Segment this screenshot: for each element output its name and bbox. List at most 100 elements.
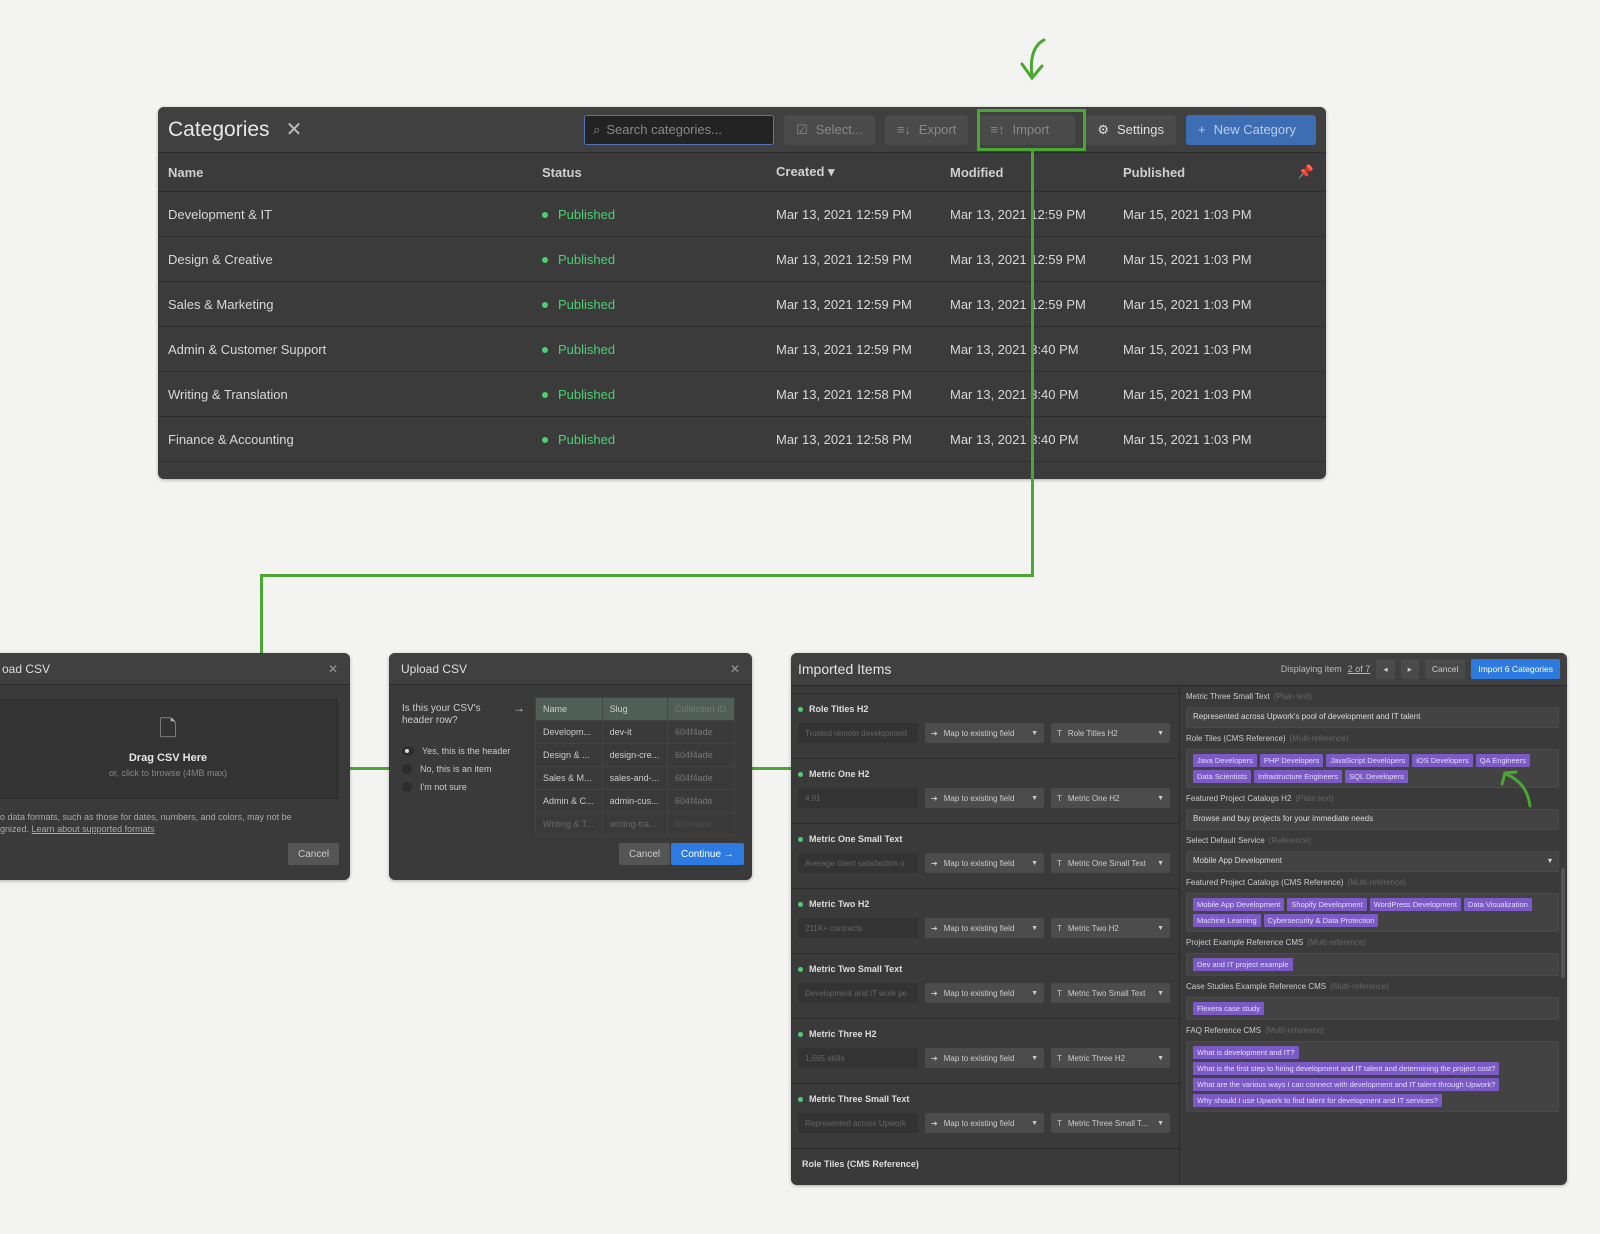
map-label: Map to existing field xyxy=(943,988,1015,998)
reference-tag[interactable]: JavaScript Developers xyxy=(1326,754,1410,767)
next-item-button[interactable]: ▸ xyxy=(1400,659,1419,679)
preview-value[interactable]: Mobile App Development▾ xyxy=(1186,851,1559,872)
mapping-label: Metric Three Small Text xyxy=(798,1094,1172,1104)
reference-tag[interactable]: SQL Developers xyxy=(1345,770,1408,783)
cancel-button[interactable]: Cancel xyxy=(1424,659,1466,679)
import-button[interactable]: ≡↑Import xyxy=(978,114,1076,145)
map-action-select[interactable]: ➔Map to existing field▼ xyxy=(925,918,1044,938)
reference-tag[interactable]: Infrastructure Engineers xyxy=(1254,770,1343,783)
column-created[interactable]: Created ▾ xyxy=(776,164,835,179)
import-categories-button[interactable]: Import 6 Categories xyxy=(1471,659,1560,679)
map-action-select[interactable]: ➔Map to existing field▼ xyxy=(925,983,1044,1003)
search-input[interactable]: ⌕Search categories... xyxy=(584,114,775,145)
cell-name[interactable]: Design & Creative xyxy=(168,251,273,267)
map-action-select[interactable]: ➔Map to existing field▼ xyxy=(925,723,1044,743)
header-option-radio[interactable]: I'm not sure xyxy=(402,778,510,796)
reference-tag[interactable]: Machine Learning xyxy=(1193,914,1261,927)
header-option-radio[interactable]: Yes, this is the header xyxy=(402,742,510,760)
radio-label: I'm not sure xyxy=(420,782,467,792)
new-category-button[interactable]: +New Category xyxy=(1186,114,1316,145)
upload-csv-dialog: oad CSV✕ 🗋 Drag CSV Here or, click to br… xyxy=(0,653,350,880)
mapping-label-text: Metric Two Small Text xyxy=(809,964,903,974)
export-button[interactable]: ≡↓Export xyxy=(884,114,969,145)
reference-tag[interactable]: Cybersecurity & Data Protection xyxy=(1263,914,1379,927)
radio-icon[interactable] xyxy=(402,764,412,774)
supported-formats-link[interactable]: Learn about supported formats xyxy=(31,824,155,834)
map-action-select[interactable]: ➔Map to existing field▼ xyxy=(925,1048,1044,1068)
reference-tag[interactable]: Java Developers xyxy=(1193,754,1257,767)
cancel-button[interactable]: Cancel xyxy=(288,843,340,865)
reference-tag[interactable]: Data Visualization xyxy=(1463,898,1532,911)
cell-name[interactable]: Finance & Accounting xyxy=(168,431,294,447)
prev-item-button[interactable]: ◂ xyxy=(1376,659,1395,679)
reference-tag[interactable]: Flexera case study xyxy=(1193,1002,1264,1015)
map-action-select[interactable]: ➔Map to existing field▼ xyxy=(925,1113,1044,1133)
reference-tag[interactable]: Mobile App Development xyxy=(1193,898,1285,911)
continue-button[interactable]: Continue → xyxy=(671,843,744,865)
select-button[interactable]: ☑Select... xyxy=(784,114,875,145)
reference-tag[interactable]: Dev and IT project example xyxy=(1193,958,1293,971)
csv-cell: 604f4ade xyxy=(667,743,735,767)
connector-line xyxy=(752,767,792,770)
reference-tag[interactable]: What is development and IT? xyxy=(1193,1046,1299,1059)
cell-name[interactable]: Development & IT xyxy=(168,206,273,222)
cancel-button[interactable]: Cancel xyxy=(619,843,671,865)
column-modified[interactable]: Modified xyxy=(950,164,1004,180)
csv-drop-zone[interactable]: 🗋 Drag CSV Here or, click to browse (4MB… xyxy=(0,699,338,799)
column-status[interactable]: Status xyxy=(542,164,582,180)
reference-tag[interactable]: iOS Developers xyxy=(1412,754,1473,767)
header-option-radio[interactable]: No, this is an item xyxy=(402,760,510,778)
column-name[interactable]: Name xyxy=(168,164,204,180)
close-icon[interactable]: ✕ xyxy=(729,661,740,676)
settings-button[interactable]: ⚙Settings xyxy=(1085,114,1176,145)
map-action-select[interactable]: ➔Map to existing field▼ xyxy=(925,853,1044,873)
status-dot-icon xyxy=(798,966,803,972)
map-action-select[interactable]: ➔Map to existing field▼ xyxy=(925,788,1044,808)
column-published[interactable]: Published xyxy=(1123,164,1186,180)
reference-tag[interactable]: PHP Developers xyxy=(1259,754,1324,767)
reference-tag[interactable]: What are the various ways I can connect … xyxy=(1193,1078,1500,1091)
value-preview: Development and IT work pe xyxy=(798,983,918,1003)
radio-icon[interactable] xyxy=(402,746,414,756)
field-label: Metric One Small Text xyxy=(1067,858,1146,868)
cell-name[interactable]: Writing & Translation xyxy=(168,386,288,402)
reference-tag[interactable]: Why should I use Upwork to find talent f… xyxy=(1193,1094,1442,1107)
preview-value: Browse and buy projects for your immedia… xyxy=(1186,809,1559,830)
reference-tag[interactable]: QA Engineers xyxy=(1475,754,1531,767)
cell-name[interactable]: Sales & Marketing xyxy=(168,296,274,312)
field-type: (Multi-reference) xyxy=(1289,734,1349,743)
label-text: Featured Project Catalogs (CMS Reference… xyxy=(1186,878,1344,887)
map-label: Map to existing field xyxy=(943,858,1015,868)
close-icon[interactable]: ✕ xyxy=(285,119,303,141)
close-icon[interactable]: ✕ xyxy=(327,661,338,676)
reference-tag[interactable]: Data Scientists xyxy=(1193,770,1252,783)
reference-tag[interactable]: Shopify Development xyxy=(1287,898,1367,911)
radio-icon[interactable] xyxy=(402,782,412,792)
reference-tag[interactable]: What is the first step to hiring develop… xyxy=(1193,1062,1500,1075)
cell-name[interactable]: Admin & Customer Support xyxy=(168,341,327,357)
pin-icon[interactable]: 📌 xyxy=(1297,164,1314,179)
reference-tag[interactable]: WordPress Development xyxy=(1369,898,1461,911)
table-header: Name Status Created ▾ Modified Published… xyxy=(158,153,1326,192)
spacer xyxy=(791,686,1179,694)
cell-modified: Mar 13, 2021 12:59 PM xyxy=(950,206,1086,222)
csv-row: Sales & M...sales-and-...604f4ade xyxy=(535,766,735,790)
scrollbar[interactable] xyxy=(1561,868,1565,978)
item-counter[interactable]: 2 of 7 xyxy=(1347,664,1371,674)
